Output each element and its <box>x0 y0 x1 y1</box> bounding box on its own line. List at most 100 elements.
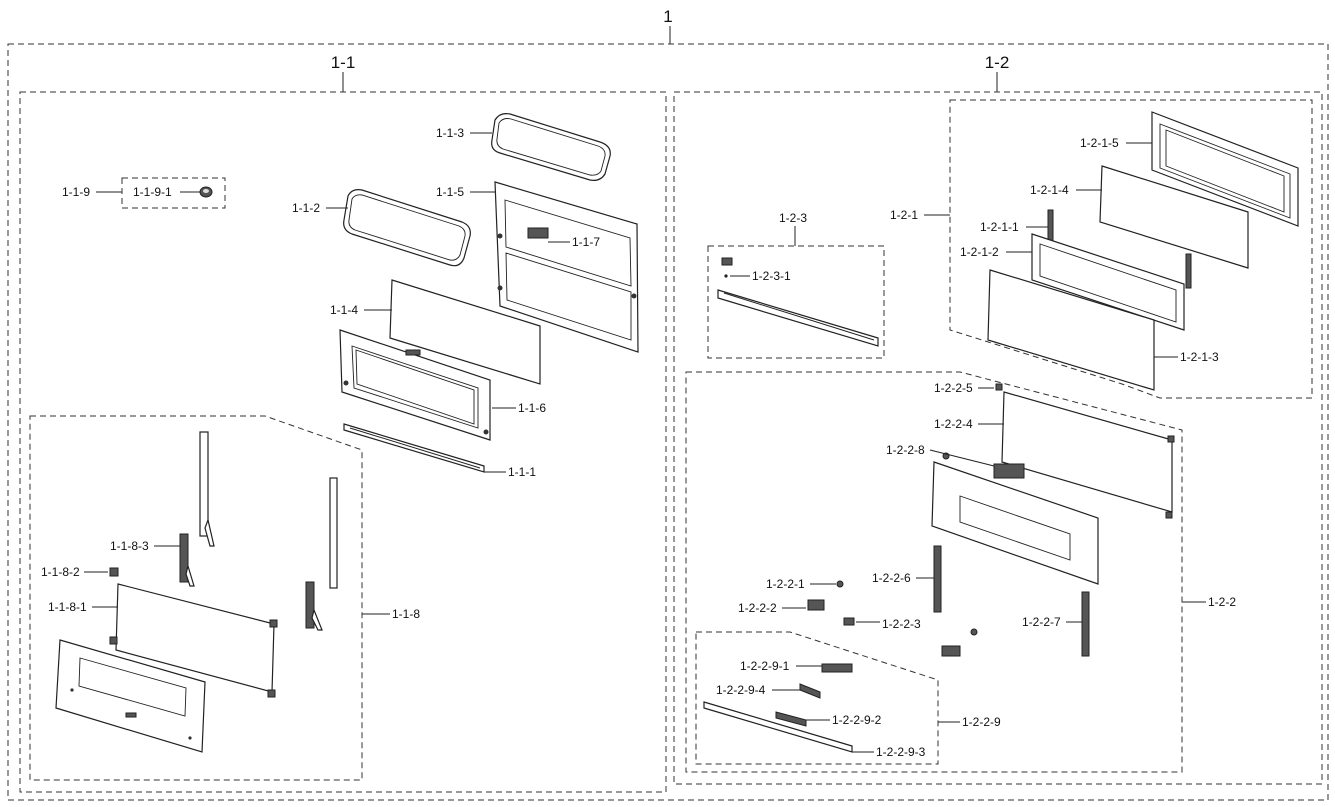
label-1-2-3: 1-2-3 <box>779 211 807 225</box>
label-1-2-2: 1-2-2 <box>1208 595 1236 609</box>
bracket-right <box>1185 253 1192 289</box>
frame-1-2-1-2 <box>1031 233 1185 331</box>
block-1-2-2-2 <box>807 599 825 611</box>
group-1-2-1-box <box>949 99 1313 399</box>
label-1-1-7: 1-1-7 <box>572 235 600 249</box>
label-1-2-2-9-1: 1-2-2-9-1 <box>740 659 790 673</box>
hinge-hook <box>204 517 215 547</box>
frame-hole <box>483 429 489 435</box>
lever-1-2-2-9-4 <box>799 683 821 699</box>
label-1-2-2-8: 1-2-2-8 <box>886 443 925 457</box>
label-1-1-8: 1-1-8 <box>392 607 420 621</box>
hinge-hook <box>185 563 195 587</box>
inner-frame-1-1-5 <box>494 181 639 353</box>
label-1-2-2-7: 1-2-2-7 <box>1022 615 1061 629</box>
bumper <box>1167 435 1175 443</box>
frame-hole <box>631 293 637 299</box>
glass-1-1-4 <box>389 279 541 385</box>
label-1-2-2-6: 1-2-2-6 <box>872 571 911 585</box>
label-1-2-3-1: 1-2-3-1 <box>752 269 791 283</box>
frame-hole <box>497 285 503 291</box>
frame-hole <box>343 380 349 386</box>
root-label: 1 <box>663 7 672 26</box>
label-1-1-3: 1-1-3 <box>436 126 464 140</box>
label-1-2-1-1: 1-2-1-1 <box>980 220 1019 234</box>
glass-1-2-1-3 <box>987 269 1155 391</box>
label-1-2-1-2: 1-2-1-2 <box>960 245 999 259</box>
label-1-1-8-1: 1-1-8-1 <box>48 600 87 614</box>
group-1-2-2-box <box>685 371 1183 773</box>
latch-1-2-2-9-1 <box>821 663 853 673</box>
outer-door-1-2 <box>931 461 1099 585</box>
label-1-2-2-9-2: 1-2-2-9-2 <box>832 713 882 727</box>
hinge-1-1-8-3 <box>179 533 189 583</box>
label-1-2-1-3: 1-2-1-3 <box>1180 350 1219 364</box>
handle-bar-1-2-2-9-3 <box>703 701 853 753</box>
panel-hole <box>70 688 74 692</box>
strip-line <box>349 427 481 469</box>
hinge-hook <box>311 608 323 631</box>
label-1-1-5: 1-1-5 <box>436 185 464 199</box>
frame-hole <box>497 233 503 239</box>
label-1-2-2-3: 1-2-2-3 <box>882 617 921 631</box>
leader-1-2-2-8 <box>929 449 995 467</box>
hinge-lower-right <box>305 581 315 629</box>
group-1-1-8-box <box>29 415 363 781</box>
control-board <box>993 463 1025 479</box>
label-1-2-2-9-3: 1-2-2-9-3 <box>876 745 926 759</box>
hinge-arm-left <box>199 431 209 537</box>
strip-line <box>723 292 875 341</box>
frame-latch <box>527 227 549 239</box>
group-1-1-label: 1-1 <box>331 53 356 72</box>
label-1-2-1: 1-2-1 <box>890 208 918 222</box>
bumper <box>1165 511 1173 519</box>
hinge-1-2-2-7 <box>1081 591 1090 657</box>
knob-highlight <box>203 189 209 193</box>
gasket-1-1-2 <box>343 189 471 267</box>
group-1-2-3-box <box>707 245 885 359</box>
clip-1-2-3 <box>721 257 733 266</box>
clip-1-2-2-3 <box>843 617 855 626</box>
label-1-1-1: 1-1-1 <box>508 465 536 479</box>
bumper <box>109 636 118 645</box>
hinge-arm-right <box>329 477 338 589</box>
group-1-2-label: 1-2 <box>985 53 1010 72</box>
panel-hole <box>188 736 192 740</box>
gasket-1-1-3 <box>491 113 611 181</box>
slider-1-2-2-9-2 <box>775 711 807 727</box>
label-1-2-1-5: 1-2-1-5 <box>1080 136 1119 150</box>
screw-1-2-3-1 <box>724 274 728 278</box>
label-1-2-2-1: 1-2-2-1 <box>766 577 805 591</box>
label-1-1-2: 1-1-2 <box>292 201 320 215</box>
label-1-2-2-9: 1-2-2-9 <box>962 715 1001 729</box>
label-1-1-8-2: 1-1-8-2 <box>41 565 80 579</box>
hinge-1-2-2-6 <box>933 545 942 613</box>
group-1-1-box <box>19 91 667 793</box>
bumper-1-1-8-2 <box>109 567 119 577</box>
label-1-1-9-1: 1-1-9-1 <box>133 185 172 199</box>
label-1-2-2-2: 1-2-2-2 <box>738 601 777 615</box>
outer-door-panel <box>55 639 206 753</box>
group-1-2: 1-2 1-2-3 1-2-3-1 1-2-1 1-2-1-5 1-2-1-4 <box>673 53 1323 785</box>
window-frame-1-1-6 <box>339 329 491 441</box>
group-1-2-box <box>673 91 1323 785</box>
label-1-2-2-9-4: 1-2-2-9-4 <box>716 683 766 697</box>
frame-notch <box>405 349 421 356</box>
root-group-box <box>7 43 1329 801</box>
label-1-2-2-5: 1-2-2-5 <box>934 381 973 395</box>
panel-slot <box>125 712 137 718</box>
bumper <box>267 689 276 698</box>
label-1-1-8-3: 1-1-8-3 <box>110 539 149 553</box>
group-1-1: 1-1 1-1-3 1-1-9 1-1-9-1 1-1-5 <box>19 53 667 793</box>
label-1-1-6: 1-1-6 <box>518 401 546 415</box>
screw <box>970 628 978 636</box>
glass-1-2-1-4 <box>1099 165 1249 269</box>
bumper <box>269 619 278 628</box>
label-1-1-4: 1-1-4 <box>330 303 358 317</box>
group-1-1-9-box <box>121 177 226 209</box>
label-1-1-9: 1-1-9 <box>62 185 90 199</box>
knob-1-2-2-1 <box>836 580 844 588</box>
frame-1-2-1-5 <box>1151 111 1299 227</box>
label-1-2-2-4: 1-2-2-4 <box>934 417 973 431</box>
